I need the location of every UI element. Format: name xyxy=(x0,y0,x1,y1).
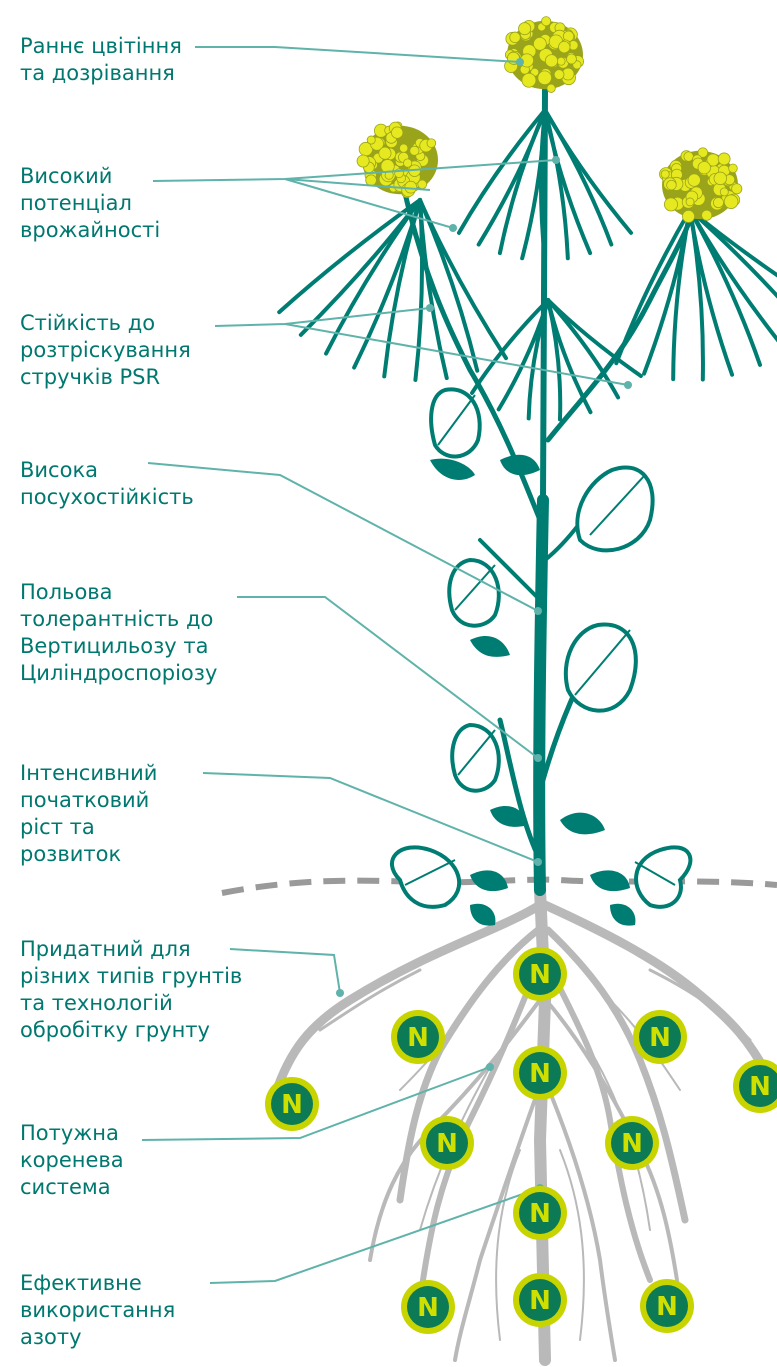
nitrogen-badge-icon: N xyxy=(513,947,567,1001)
nitrogen-badge-icon: N xyxy=(733,1059,777,1113)
nitrogen-badge-icon: N xyxy=(265,1077,319,1131)
flower-blossom xyxy=(545,55,557,67)
flower-blossom xyxy=(399,144,407,152)
flower-blossom xyxy=(720,188,728,196)
nitrogen-badge-icon: N xyxy=(513,1186,567,1240)
flower-blossom xyxy=(519,23,531,35)
flower-blossom xyxy=(714,172,727,185)
label-high-yield: Високий потенціал врожайності xyxy=(20,163,160,244)
flower-blossom xyxy=(427,139,436,148)
nitrogen-badge-icon: N xyxy=(513,1046,567,1100)
flower-blossom xyxy=(684,152,694,162)
label-root-system: Потужна коренева система xyxy=(20,1120,124,1201)
flower-blossom xyxy=(554,70,564,80)
flower-blossom xyxy=(410,146,419,155)
nitrogen-badge-icon: N xyxy=(513,1273,567,1327)
flower-blossom xyxy=(661,170,669,178)
flower-blossom xyxy=(729,164,738,173)
flower-blossom xyxy=(522,73,536,87)
flower-blossom xyxy=(405,181,417,193)
nitrogen-badge-icon: N xyxy=(401,1280,455,1334)
flower-blossom xyxy=(682,210,694,222)
flower-blossom xyxy=(403,159,411,167)
nitrogen-symbol: N xyxy=(529,1199,551,1229)
pod xyxy=(690,210,703,380)
label-pod-shatter: Стійкість до розтріскування стручків PSR xyxy=(20,310,191,391)
flower-blossom xyxy=(366,175,377,186)
nitrogen-badge-icon: N xyxy=(633,1010,687,1064)
flower-blossom xyxy=(547,84,555,92)
nitrogen-symbol: N xyxy=(749,1072,771,1102)
flower-blossom xyxy=(367,136,375,144)
flower-blossom xyxy=(713,198,723,208)
nitrogen-symbol: N xyxy=(281,1090,303,1120)
flower-blossom xyxy=(688,174,700,186)
label-drought: Висока посухостійкість xyxy=(20,457,194,511)
nitrogen-symbol: N xyxy=(529,1286,551,1316)
flower-blossom xyxy=(557,57,565,65)
label-nitrogen-use: Ефективне використання азоту xyxy=(20,1270,175,1351)
flower-blossom xyxy=(538,71,552,85)
flower-blossom xyxy=(667,180,677,190)
flower-blossom xyxy=(718,153,730,165)
pod xyxy=(644,210,690,374)
flower-blossom xyxy=(724,195,738,209)
flower-blossom xyxy=(533,37,546,50)
flower-blossom xyxy=(542,17,551,26)
flower-blossom xyxy=(379,147,391,159)
label-disease-tolerance: Польова толерантність до Вертицильозу та… xyxy=(20,579,217,687)
nitrogen-badge-icon: N xyxy=(640,1279,694,1333)
flower-blossom xyxy=(702,210,712,220)
label-initial-growth: Інтенсивний початковий ріст та розвиток xyxy=(20,760,157,868)
flower-blossom xyxy=(698,161,710,173)
flower-blossom xyxy=(391,127,403,139)
flower-blossom xyxy=(566,54,576,64)
pod xyxy=(279,200,420,312)
flower-blossom xyxy=(558,41,569,52)
pod xyxy=(690,210,732,375)
nitrogen-symbol: N xyxy=(436,1129,458,1159)
nitrogen-symbol: N xyxy=(529,1059,551,1089)
nitrogen-symbol: N xyxy=(417,1293,439,1323)
nitrogen-symbol: N xyxy=(621,1129,643,1159)
flower-blossom xyxy=(664,198,677,211)
flower-blossom xyxy=(357,155,369,167)
pod xyxy=(548,300,590,412)
nitrogen-symbol: N xyxy=(656,1292,678,1322)
nitrogen-symbol: N xyxy=(407,1023,429,1053)
nitrogen-symbol: N xyxy=(529,960,551,990)
nitrogen-badge-icon: N xyxy=(605,1116,659,1170)
nitrogen-symbol: N xyxy=(649,1023,671,1053)
label-soil-types: Придатний для різних типів грунтів та те… xyxy=(20,936,242,1044)
label-early-flowering: Раннє цвітіння та дозрівання xyxy=(20,33,182,87)
main-stem xyxy=(539,500,543,890)
flower-blossom xyxy=(686,198,694,206)
nitrogen-badge-icon: N xyxy=(391,1010,445,1064)
nitrogen-badge-icon: N xyxy=(420,1116,474,1170)
flower-blossom xyxy=(510,32,521,43)
